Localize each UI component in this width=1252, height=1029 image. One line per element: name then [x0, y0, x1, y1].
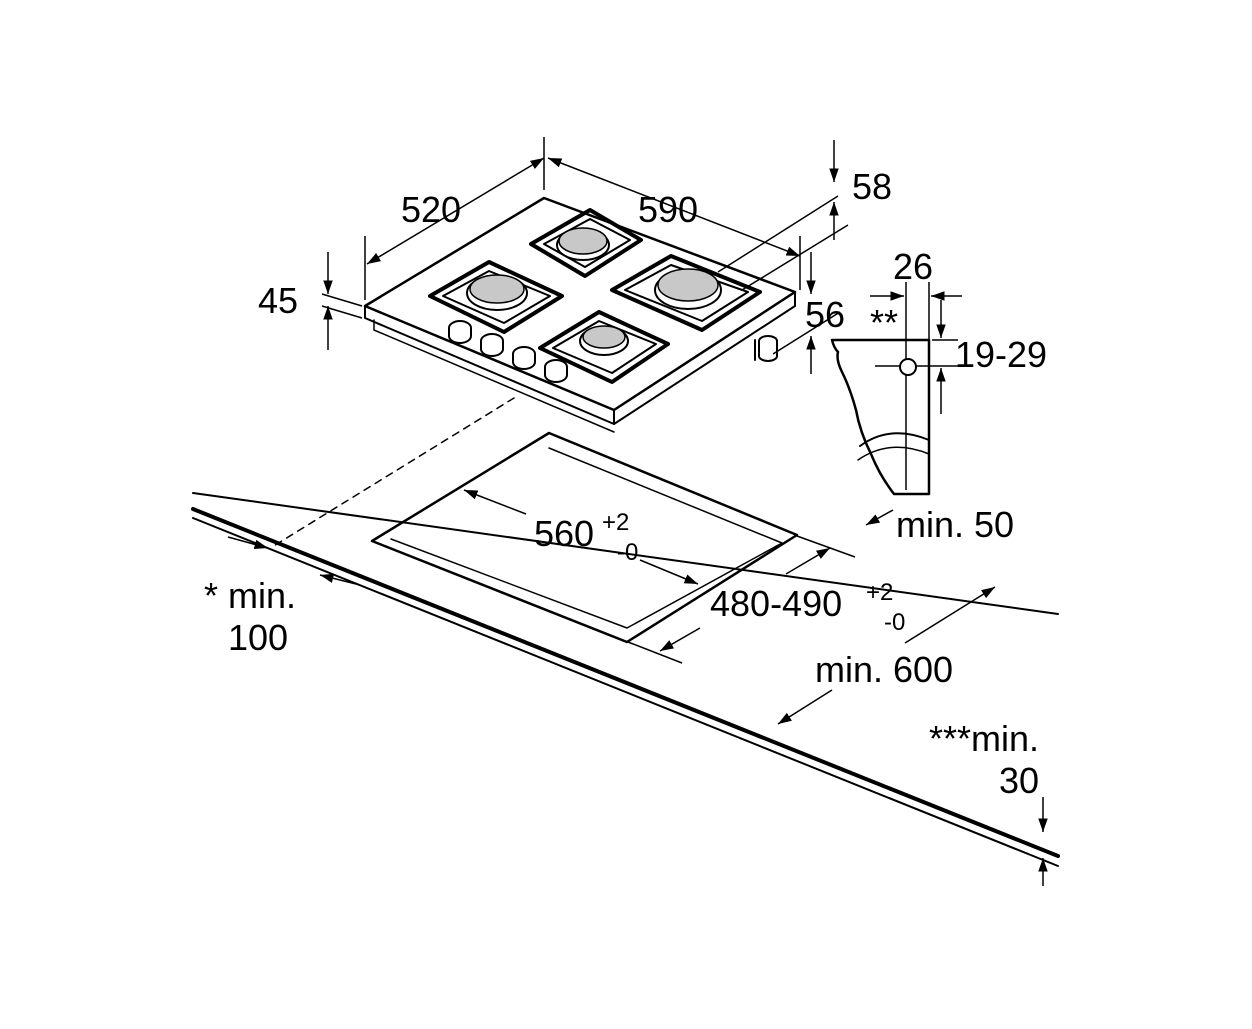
gas-connector: [758, 335, 778, 362]
label-58: 58: [852, 166, 892, 207]
label-cutout-560-minus: -0: [617, 539, 638, 566]
label-cutout-480-minus: -0: [884, 609, 905, 636]
label-double-star: **: [870, 302, 898, 343]
label-min-50: min. 50: [896, 504, 1014, 545]
label-26: 26: [893, 246, 933, 287]
label-19-29: 19-29: [955, 334, 1047, 375]
hob: [363, 196, 797, 433]
label-triple-star-min: ***min.: [929, 718, 1039, 759]
label-min-600: min. 600: [815, 649, 953, 690]
burner-right: [610, 254, 762, 332]
label-cutout-480-490: 480-490: [710, 583, 842, 624]
burner-rear: [529, 208, 643, 278]
control-knobs: [448, 320, 568, 383]
label-star-min: * min.: [204, 575, 296, 616]
worktop-profile: [830, 338, 931, 496]
projection-line: [271, 397, 515, 548]
label-cutout-480-plus: +2: [866, 579, 893, 606]
label-30: 30: [999, 760, 1039, 801]
worktop: [191, 492, 1060, 867]
connection-hole: [899, 358, 917, 376]
burner-front: [538, 310, 670, 384]
label-width-590: 590: [638, 189, 698, 230]
label-cutout-560: 560: [534, 513, 594, 554]
dimension-labels: 590 520 45 58 56 26 ** 19-29 min. 50 560…: [204, 166, 1047, 801]
dimension-lines: [227, 137, 1048, 886]
label-height-45: 45: [258, 280, 298, 321]
cutout-opening: [370, 431, 799, 644]
label-100: 100: [228, 617, 288, 658]
label-56: 56: [805, 294, 845, 335]
burner-left: [428, 260, 564, 334]
label-cutout-560-plus: +2: [602, 509, 629, 536]
label-depth-520: 520: [401, 189, 461, 230]
